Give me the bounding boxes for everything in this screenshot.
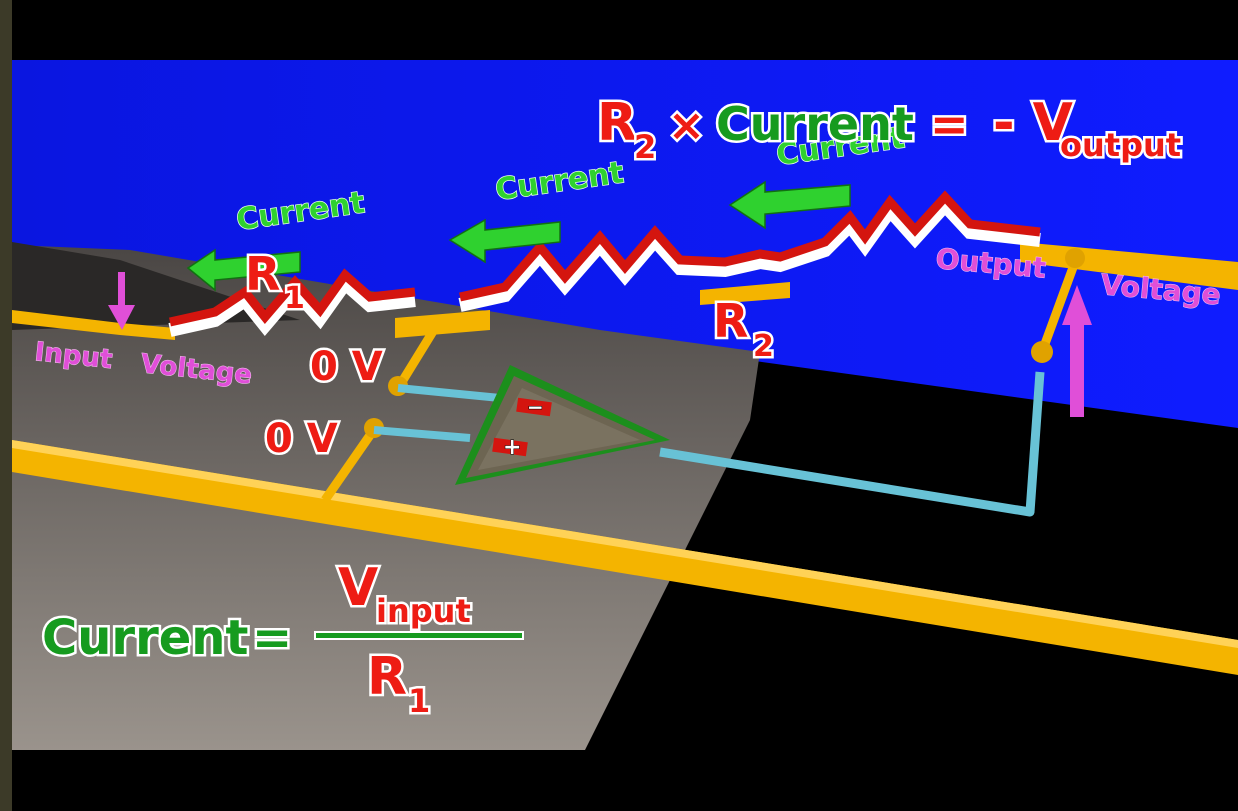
minus-input-wire <box>397 384 501 402</box>
ground-wire <box>12 440 1238 675</box>
resistor-r1 <box>168 268 416 337</box>
equation-top: R 2 × Current = - V output <box>595 91 1184 169</box>
opamp-plus-sign: + <box>503 435 521 460</box>
output-voltage-arrow <box>1062 285 1092 417</box>
svg-text:=: = <box>930 97 969 151</box>
resistor-r2 <box>458 190 1041 312</box>
r2-junction-pad <box>700 282 790 305</box>
plus-input-wire <box>373 426 471 442</box>
svg-text:×: × <box>668 100 705 151</box>
input-voltage-label: Voltage <box>139 349 253 391</box>
r2-label: R 2 <box>711 292 777 367</box>
svg-text:R: R <box>597 93 637 153</box>
output-riser-lead <box>1037 260 1080 354</box>
blue-back-wall <box>12 60 1238 428</box>
svg-text:Current: Current <box>42 610 248 666</box>
current-arrow-right <box>728 180 851 230</box>
svg-text:R: R <box>367 647 407 707</box>
opamp-minus-sign: − <box>527 395 544 419</box>
svg-text:V: V <box>338 558 378 618</box>
left-edge-strip <box>0 0 12 811</box>
equation-bottom: Current = V input R 1 <box>40 556 524 723</box>
zero-volt-label-top: 0 V <box>310 344 383 390</box>
current-arrow-middle <box>448 218 561 264</box>
noninverting-input-lead <box>321 425 379 503</box>
svg-text:- V: - V <box>993 93 1073 153</box>
svg-text:1: 1 <box>408 682 430 720</box>
fraction-bar <box>314 631 524 640</box>
gray-floor <box>12 245 760 750</box>
current-arrow-left <box>186 248 301 292</box>
zero-volt-label-bottom: 0 V <box>265 416 338 462</box>
svg-text:output: output <box>1060 126 1181 164</box>
svg-text:2: 2 <box>753 329 774 364</box>
opamp-triangle <box>455 365 670 485</box>
inverting-input-lead <box>396 317 444 388</box>
svg-text:2: 2 <box>634 128 656 166</box>
svg-text:R: R <box>713 294 748 348</box>
input-voltage-arrow <box>108 272 135 330</box>
svg-text:=: = <box>252 610 292 666</box>
r1-label: R 1 <box>243 245 308 319</box>
svg-text:Current: Current <box>716 97 914 151</box>
svg-text:1: 1 <box>284 281 305 316</box>
input-wire <box>12 310 175 340</box>
svg-text:input: input <box>376 592 471 630</box>
opamp-output-wire <box>659 371 1045 517</box>
svg-text:R: R <box>245 247 280 301</box>
